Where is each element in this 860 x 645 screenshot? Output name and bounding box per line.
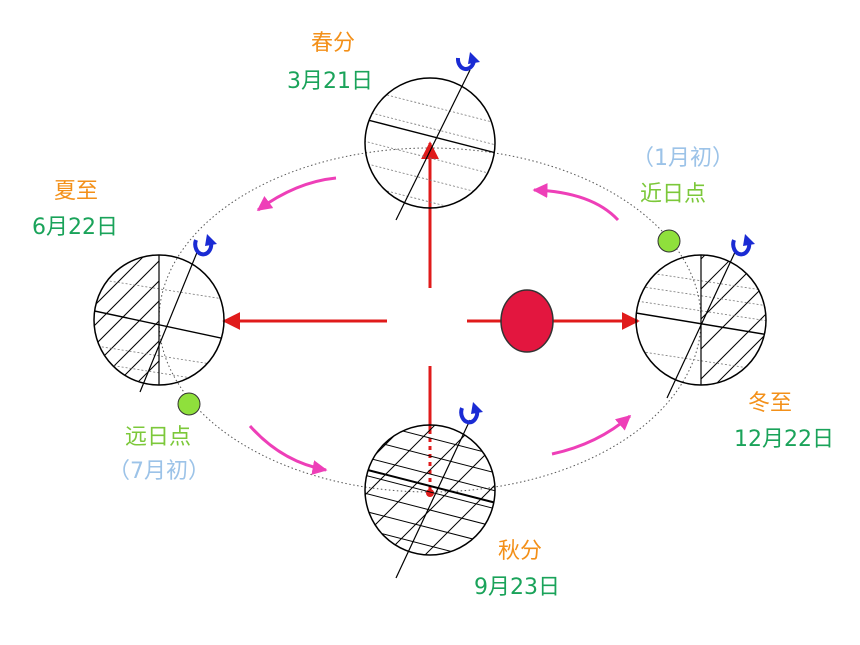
winter-solstice-label: 冬至	[748, 391, 793, 416]
rotation-arrow-icon	[193, 239, 214, 257]
perihelion-dot	[657, 229, 681, 253]
aphelion-label: 远日点	[125, 425, 192, 450]
sun	[500, 289, 554, 353]
aphelion-dot	[177, 392, 201, 416]
autumn-equinox-date: 9月23日	[474, 575, 560, 600]
orbit-arrow-autumn-to-winter	[551, 414, 632, 456]
orbit-arrow-summer-to-autumn	[248, 425, 328, 475]
earth-spring-equinox	[364, 52, 496, 221]
spring-equinox-label: 春分	[311, 31, 356, 56]
orbit-arrow-spring-to-summer	[256, 176, 337, 212]
summer-solstice-label: 夏至	[54, 179, 99, 204]
rotation-arrow-icon	[455, 57, 476, 71]
summer-solstice-date: 6月22日	[32, 215, 118, 240]
orbit-arrow-winter-to-spring	[532, 182, 620, 222]
winter-solstice-date: 12月22日	[734, 427, 834, 452]
perihelion-time: （1月初）	[632, 146, 734, 171]
rotation-arrow-icon	[731, 239, 752, 257]
aphelion-time: （7月初）	[108, 459, 210, 484]
autumn-equinox-label: 秋分	[498, 539, 543, 564]
earth-summer-solstice	[93, 234, 225, 393]
spring-equinox-date: 3月21日	[287, 69, 373, 94]
perihelion-label: 近日点	[640, 182, 707, 207]
rotation-arrow-icon	[459, 407, 480, 425]
earth-winter-solstice	[635, 234, 767, 399]
